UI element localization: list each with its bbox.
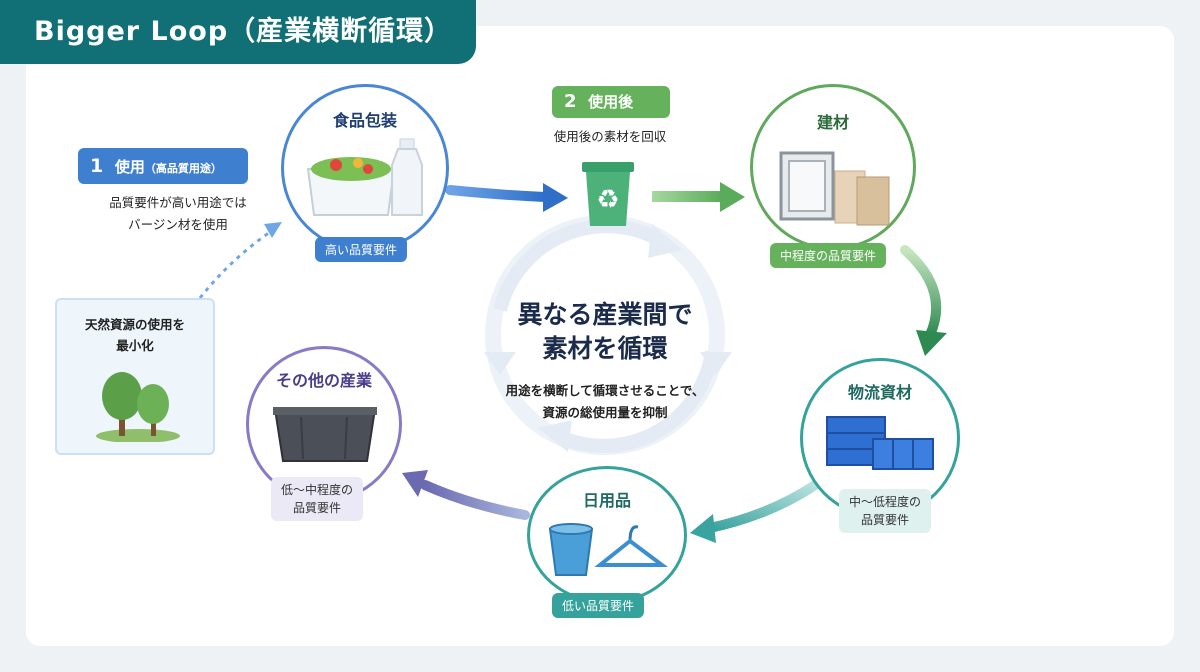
building-title: 建材 (816, 113, 849, 132)
food-packaging-node: 食品包装 高い品質要件 (281, 84, 449, 262)
center-subtitle: 用途を横断して循環させることで、資源の総使用量を抑制 (505, 383, 705, 420)
logistics-title: 物流資材 (847, 383, 912, 402)
natural-resources-label: 天然資源の使用を最小化 (84, 317, 185, 353)
step1-badge: 1 使用（高品質用途） (78, 148, 248, 184)
step1-description: 品質要件が高い用途ではバージン材を使用 (109, 195, 247, 232)
center-title: 異なる産業間で素材を循環 (517, 300, 693, 363)
building-materials-icon (779, 151, 890, 226)
logistics-materials-node: 物流資材 中〜低程度の品質要件 (800, 358, 960, 533)
trees-icon (96, 372, 180, 442)
step2-description: 使用後の素材を回収 (553, 129, 667, 144)
food-badge: 高い品質要件 (315, 237, 408, 262)
logistics-badge: 中〜低程度の品質要件 (839, 489, 932, 533)
building-badge: 中程度の品質要件 (770, 243, 887, 268)
food-container-icon (306, 138, 423, 216)
other-badge: 低〜中程度の品質要件 (271, 477, 364, 521)
page-title: Bigger Loop（産業横断循環） (0, 0, 476, 64)
recycle-bin-icon: ♻ (582, 162, 634, 226)
bucket-hanger-icon (548, 523, 668, 576)
daily-goods-node: 日用品 低い品質要件 (527, 466, 687, 618)
step2-badge: 2 使用後 (552, 86, 670, 118)
pallet-icon (826, 416, 934, 470)
natural-resources-box: 天然資源の使用を最小化 (55, 298, 215, 455)
crate-icon (273, 407, 377, 462)
daily-badge: 低い品質要件 (552, 593, 645, 618)
building-materials-node: 建材 中程度の品質要件 (750, 84, 916, 268)
daily-title: 日用品 (582, 491, 631, 510)
svg-text:♻: ♻ (596, 185, 619, 215)
food-title: 食品包装 (332, 111, 397, 130)
other-title: その他の産業 (275, 371, 372, 390)
other-industries-node: その他の産業 低〜中程度の品質要件 (246, 346, 402, 521)
